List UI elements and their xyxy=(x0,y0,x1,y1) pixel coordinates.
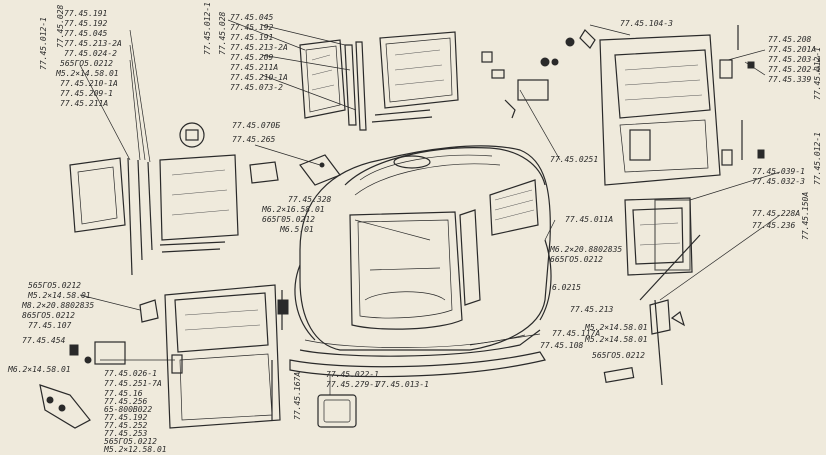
label-4: 77.45.213-2А xyxy=(64,39,122,48)
label-20: 77.45.210-1А xyxy=(230,73,288,82)
label-19: 77.45.211А xyxy=(230,63,278,72)
label-18: 77.45.209 xyxy=(230,53,274,62)
label-44: 665ГО5.0212 xyxy=(550,255,603,264)
label-37: 77.45.039-1 xyxy=(752,167,805,176)
label-12: 77.45.012-1 xyxy=(203,2,212,55)
label-53: М5.2×14.58.01 xyxy=(584,323,648,332)
label-54: 77.45.167А xyxy=(293,372,302,420)
door-handle-part xyxy=(249,154,341,186)
top-hardware xyxy=(481,29,596,119)
label-16: 77.45.191 xyxy=(230,33,273,42)
label-26: 77.45.202-1 xyxy=(768,65,821,74)
label-46: 77.45.213 xyxy=(570,305,614,314)
label-28: 77.45.012-1 xyxy=(813,47,822,100)
label-45: 6.0215 xyxy=(552,283,581,292)
label-15: 77.45.192 xyxy=(230,23,274,32)
label-72: 77.45.013-1 xyxy=(376,380,429,389)
label-61: 77.45.251-7А xyxy=(104,379,162,388)
label-63: 77.45.256 xyxy=(104,397,148,406)
label-27: 77.45.339 xyxy=(768,75,812,84)
label-62: 77.45.16 xyxy=(104,389,143,398)
right-door xyxy=(599,25,765,186)
left-vent-window xyxy=(299,39,367,131)
label-3: 77.45.045 xyxy=(64,29,108,38)
label-59: М6.2×14.58.01 xyxy=(7,365,71,374)
label-9: 77.45.209-1 xyxy=(60,89,113,98)
rear-window-frame xyxy=(624,197,693,276)
label-66: 77.45.252 xyxy=(104,421,148,430)
left-side-window xyxy=(69,122,239,276)
label-35: М6.5.01 xyxy=(279,225,314,234)
leader-lines xyxy=(79,19,781,395)
label-55: М5.2×14.58.01 xyxy=(584,335,648,344)
label-51: 77.45.107 xyxy=(28,321,72,330)
label-52: 77.45.454 xyxy=(22,336,66,345)
hatch-gasket xyxy=(317,394,357,428)
label-39: 77.45.012-1 xyxy=(813,132,822,185)
cab-body xyxy=(294,145,552,357)
label-49: М8.2×20.8802835 xyxy=(21,301,94,310)
lever-assembly xyxy=(603,234,701,386)
label-14: 77.45.045 xyxy=(230,13,274,22)
lock-mechanism xyxy=(39,299,159,429)
left-door xyxy=(164,284,289,429)
label-48: М5.2×14.58.01 xyxy=(27,291,91,300)
label-2: 77.45.192 xyxy=(64,19,108,28)
label-64: 65-800В022 xyxy=(104,405,152,414)
label-8: 77.45.210-1А xyxy=(60,79,118,88)
label-13: 77.45.028 xyxy=(218,11,227,55)
label-36: 77.45.011А xyxy=(565,215,613,224)
label-47: 565ГО5.0212 xyxy=(28,281,81,290)
label-30: 77.45.265 xyxy=(232,135,276,144)
label-34: 665Г05.0212 xyxy=(262,215,315,224)
label-58: 565ГО5.0212 xyxy=(592,351,645,360)
label-1: 77.45.191 xyxy=(64,9,107,18)
label-5: 77.45.024-2 xyxy=(64,49,117,58)
label-56: 77.45.117А xyxy=(552,329,600,338)
label-25: 77.45.203-1 xyxy=(768,55,821,64)
label-70: 77.45.022-1 xyxy=(326,370,379,379)
label-33: М6.2×16.58.01 xyxy=(261,205,325,214)
label-42: 77.45.150А xyxy=(801,192,810,240)
top-door-window xyxy=(371,31,459,123)
label-29: 77.45.070Б xyxy=(232,121,280,130)
sill-strip xyxy=(289,351,546,378)
label-6: 565ГО5.0212 xyxy=(60,59,113,68)
label-24: 77.45.201А xyxy=(768,45,816,54)
label-71: 77.45.279-1 xyxy=(326,380,379,389)
label-17: 77.45.213-2А xyxy=(230,43,288,52)
label-31: 77.45.0251 xyxy=(550,155,598,164)
label-68: 565ГО5.0212 xyxy=(104,437,157,446)
label-65: 77.45.192 xyxy=(104,413,148,422)
label-43: М6.2×20.8802835 xyxy=(549,245,622,254)
label-38: 77.45.032-3 xyxy=(752,177,805,186)
label-60: 77.45.026-1 xyxy=(104,369,157,378)
label-23: 77.45.208 xyxy=(768,35,812,44)
label-7: М5.2×14.58.01 xyxy=(55,69,119,78)
label-21: 77.45.073-2 xyxy=(230,83,283,92)
label-32: 77.45.328 xyxy=(288,195,332,204)
label-41: 77.45.236 xyxy=(752,221,796,230)
label-69: М5.2×12.58.01 xyxy=(103,445,167,454)
label-10: 77.45.211А xyxy=(60,99,108,108)
label-67: 77.45.253 xyxy=(104,429,148,438)
label-57: 77.45.108 xyxy=(540,341,584,350)
label-11: 77.45.028 xyxy=(56,4,65,48)
label-22: 77.45.104-3 xyxy=(620,19,673,28)
label-40: 77.45.228А xyxy=(752,209,800,218)
label-50: 865ГО5.0212 xyxy=(22,311,75,320)
part-labels: 77.45.012-1 77.45.191 77.45.192 77.45.04… xyxy=(7,2,822,454)
label-0: 77.45.012-1 xyxy=(39,17,48,70)
